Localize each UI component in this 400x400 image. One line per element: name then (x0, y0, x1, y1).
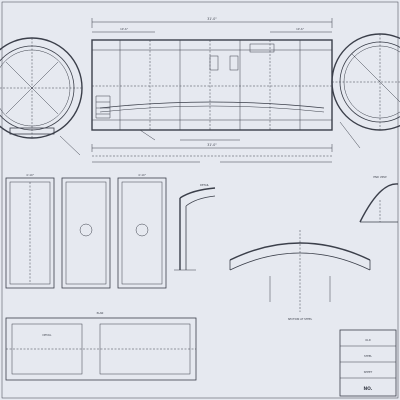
detail-caption-2: DETAIL (42, 333, 52, 337)
left-end-view (0, 37, 83, 156)
detail-caption-1: DETAIL (200, 183, 210, 187)
dim-top-left: 10'-6" (120, 27, 128, 31)
arch-detail: END VIEW (359, 175, 399, 223)
title-block-no: NO. (364, 386, 373, 392)
plan-caption: PLAN (97, 311, 104, 315)
main-elevation: 31'-0" 10'-6" 10'-6" 3 (91, 17, 333, 163)
panel-elevations: 4'-10" 4'-10" (5, 173, 167, 289)
title-block-line-2: STEEL (364, 354, 373, 358)
end-view-caption: END VIEW (373, 175, 387, 179)
section-caption: SECTION AT STEEL (288, 317, 313, 321)
bottom-plan: PLAN DETAIL (5, 311, 197, 381)
curved-plan: SECTION AT STEEL (229, 230, 371, 321)
dim-bottom-overall: 31'-0" (207, 143, 217, 147)
dim-top-right: 10'-6" (296, 27, 304, 31)
dim-mid-right: 4'-10" (138, 173, 146, 177)
title-block-line-1: OLD (365, 338, 370, 342)
dim-mid-left: 4'-10" (26, 173, 34, 177)
title-block-line-3: SHEET (364, 370, 373, 374)
title-block: OLD STEEL SHEET NO. (339, 329, 397, 397)
right-end-view (331, 33, 400, 149)
curved-section-detail: DETAIL (174, 183, 216, 271)
dim-top-overall: 31'-0" (207, 17, 217, 21)
